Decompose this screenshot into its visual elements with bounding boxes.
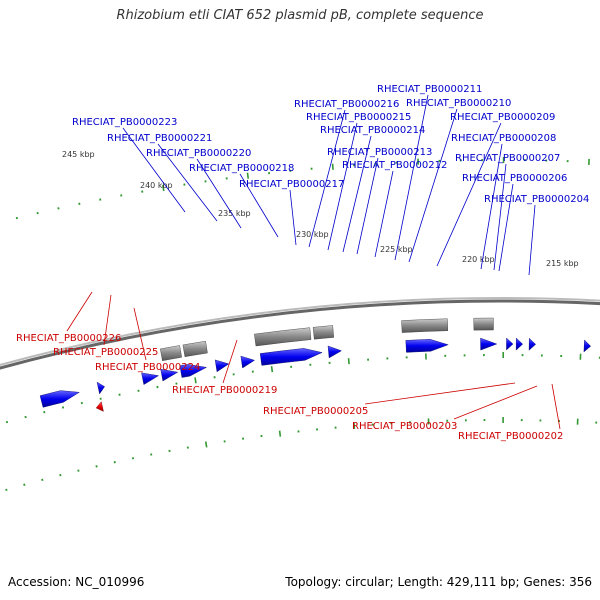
callout-line — [103, 294, 112, 346]
scale-label: 245 kbp — [62, 150, 95, 159]
callout-line — [289, 189, 297, 246]
gene-label-reverse[interactable]: RHECIAT_PB0000203 — [352, 421, 457, 432]
gene-label-forward[interactable]: RHECIAT_PB0000215 — [306, 112, 411, 123]
tick-mark — [5, 488, 8, 492]
forward-gene-arrow — [179, 364, 208, 378]
cds-block — [160, 345, 182, 361]
forward-gene-arrow — [583, 339, 591, 353]
forward-gene-arrow — [515, 337, 523, 351]
feature-track — [39, 317, 591, 412]
callout-line — [342, 135, 372, 253]
callout-line — [122, 127, 186, 213]
callout-line — [453, 385, 538, 420]
tick-mark — [270, 366, 274, 373]
scale-label: 225 kbp — [380, 245, 413, 254]
gene-label-forward[interactable]: RHECIAT_PB0000206 — [462, 173, 567, 184]
callout-line — [133, 307, 147, 361]
gene-label-forward[interactable]: RHECIAT_PB0000214 — [320, 125, 425, 136]
scale-label: 240 kbp — [140, 181, 173, 190]
gene-label-reverse[interactable]: RHECIAT_PB0000202 — [458, 431, 563, 442]
gene-label-forward[interactable]: RHECIAT_PB0000213 — [327, 147, 432, 158]
cds-block — [473, 317, 494, 331]
forward-gene-arrow — [214, 359, 230, 373]
tick-mark — [194, 377, 197, 384]
cds-block — [401, 318, 448, 333]
backbone-core — [0, 299, 600, 370]
callout-line — [374, 170, 394, 258]
callout-line — [493, 163, 507, 271]
callout-line — [480, 143, 503, 270]
callout-line — [327, 122, 358, 251]
forward-gene-arrow — [506, 337, 514, 351]
callout-line — [408, 108, 458, 263]
gene-label-forward[interactable]: RHECIAT_PB0000208 — [451, 133, 556, 144]
gene-label-reverse[interactable]: RHECIAT_PB0000224 — [95, 362, 200, 373]
map-title: Rhizobium etli CIAT 652 plasmid pB, comp… — [116, 8, 484, 23]
callout-line — [356, 157, 379, 255]
callout-line — [308, 109, 346, 248]
gene-label-forward[interactable]: RHECIAT_PB0000223 — [72, 117, 177, 128]
gene-label-forward[interactable]: RHECIAT_PB0000221 — [107, 133, 212, 144]
tick-mark — [23, 483, 26, 486]
scale-label: 215 kbp — [546, 259, 579, 268]
callout-line — [222, 339, 238, 384]
callout-line — [364, 382, 516, 405]
accession-text: Accession: NC_010996 — [8, 575, 145, 589]
forward-gene-arrow — [259, 348, 323, 366]
gene-label-reverse[interactable]: RHECIAT_PB0000205 — [263, 406, 368, 417]
gene-label-forward[interactable]: RHECIAT_PB0000210 — [406, 98, 511, 109]
forward-gene-arrow — [480, 337, 498, 351]
gene-label-forward[interactable]: RHECIAT_PB0000216 — [294, 99, 399, 110]
gene-label-reverse[interactable]: RHECIAT_PB0000219 — [172, 385, 277, 396]
forward-gene-arrow — [240, 355, 256, 369]
gene-label-reverse[interactable]: RHECIAT_PB0000226 — [16, 333, 121, 344]
gene-label-forward[interactable]: RHECIAT_PB0000209 — [450, 112, 555, 123]
cds-block — [254, 327, 312, 347]
tick-mark — [246, 172, 250, 179]
topology-stats-text: Topology: circular; Length: 429,111 bp; … — [285, 575, 592, 589]
backbone-outer — [0, 297, 600, 367]
tick-mark — [162, 184, 165, 192]
callout-line — [551, 383, 561, 430]
callout-line — [157, 143, 218, 222]
callout-line — [66, 291, 93, 332]
forward-gene-arrow — [327, 345, 342, 359]
gene-label-forward[interactable]: RHECIAT_PB0000220 — [146, 148, 251, 159]
forward-gene-arrow — [405, 339, 449, 353]
callout-line — [394, 94, 429, 261]
tick-mark — [5, 420, 9, 424]
tick-mark — [24, 415, 27, 419]
gene-label-forward[interactable]: RHECIAT_PB0000204 — [484, 194, 589, 205]
gene-label-reverse[interactable]: RHECIAT_PB0000225 — [53, 347, 158, 358]
callout-line — [498, 183, 514, 272]
callout-line — [239, 173, 279, 238]
gene-label-forward[interactable]: RHECIAT_PB0000217 — [239, 179, 344, 190]
tick-mark — [41, 478, 44, 482]
forward-gene-arrow — [528, 337, 536, 351]
reverse-gene-arrow — [95, 401, 104, 412]
scale-label: 235 kbp — [218, 209, 251, 218]
gene-label-forward[interactable]: RHECIAT_PB0000218 — [189, 163, 294, 174]
callout-line — [528, 204, 536, 276]
tick-mark — [204, 441, 208, 448]
forward-gene-arrow — [160, 368, 179, 382]
gene-label-forward[interactable]: RHECIAT_PB0000212 — [342, 160, 447, 171]
cds-block — [312, 325, 334, 340]
plasmid-backbone — [0, 297, 600, 370]
forward-gene-arrow — [96, 381, 105, 395]
scale-label: 220 kbp — [462, 255, 495, 264]
tick-mark — [278, 430, 282, 437]
scale-ticks — [5, 157, 600, 492]
callout-line — [436, 122, 502, 267]
forward-gene-arrow — [141, 372, 160, 385]
cds-block — [182, 340, 208, 357]
gene-label-forward[interactable]: RHECIAT_PB0000207 — [455, 153, 560, 164]
gene-callouts: RHECIAT_PB0000223RHECIAT_PB0000221RHECIA… — [16, 84, 589, 442]
callout-line — [196, 158, 242, 229]
gene-label-forward[interactable]: RHECIAT_PB0000211 — [377, 84, 482, 95]
forward-gene-arrow — [39, 390, 80, 408]
